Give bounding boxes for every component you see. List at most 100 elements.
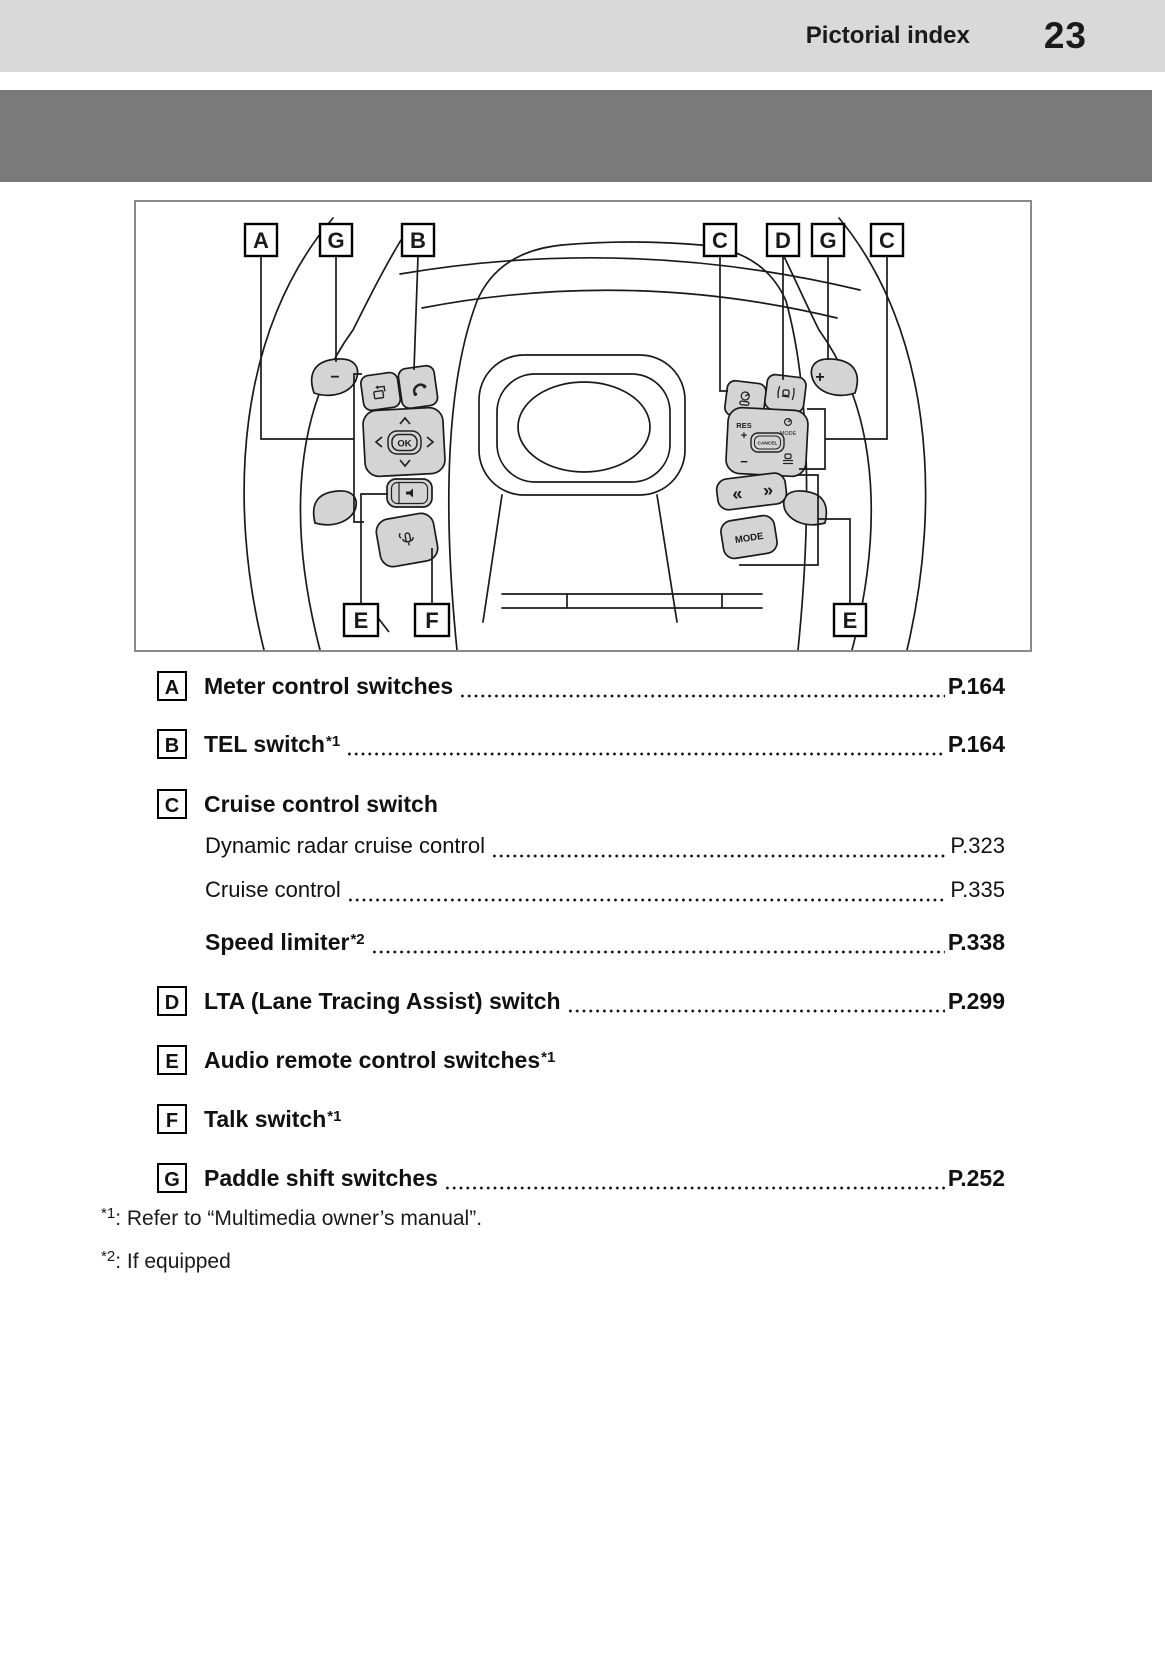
page-ref: P.323 (950, 833, 1005, 858)
page-number: 23 (1043, 15, 1087, 56)
hub-inner (496, 373, 671, 483)
steering-wheel-line-art: − OK + (243, 217, 927, 651)
item-label: Cruise control (205, 877, 341, 902)
footnote-marker: *1 (327, 1107, 342, 1125)
lta-switch-button (764, 373, 807, 414)
ok-button (387, 430, 422, 455)
callout-e2: E (843, 608, 858, 633)
footnote-marker: *1 (101, 1205, 116, 1222)
letter-box-d: D (157, 986, 187, 1016)
cowl-right (700, 244, 808, 651)
index-subrow-dynamic-radar: Dynamic radar cruise control P.323 (205, 830, 1005, 862)
set-minus-label: − (740, 454, 748, 469)
dot-leader (370, 949, 945, 955)
chevron-up-icon (399, 416, 411, 425)
leader-c-right (825, 256, 888, 440)
bracket-a (353, 373, 364, 523)
footnote-marker: *1 (541, 1048, 556, 1066)
item-label: Speed limiter*2 (205, 928, 365, 955)
mode-button-label: MODE (734, 531, 764, 546)
volume-switch-inner (390, 481, 429, 505)
item-label: Dynamic radar cruise control (205, 833, 485, 858)
item-label: Cruise control switch (204, 790, 438, 817)
paddle-shift-left (310, 358, 359, 397)
index-row-b: B TEL switch*1 P.164 (157, 728, 1005, 760)
leader-e-right (818, 518, 851, 604)
bracket-e-right (739, 474, 819, 566)
footnote-marker: *2 (101, 1248, 116, 1265)
callout-f: F (425, 608, 438, 633)
letter-box-f: F (157, 1104, 187, 1134)
cowl-top (561, 241, 702, 246)
page-ref: P.338 (947, 928, 1005, 955)
wheel-rim-left-outer (243, 217, 334, 651)
page-ref: P.252 (947, 1164, 1005, 1191)
mode-icon-label: MODE (780, 431, 797, 437)
letter-box-a: A (157, 671, 187, 701)
footnote-text: : Refer to “Multimedia owner’s manual”. (115, 1207, 483, 1230)
dot-leader (346, 897, 948, 903)
footnote-marker: *1 (326, 732, 341, 750)
dot-leader (346, 751, 945, 757)
index-row-c: C Cruise control switch (157, 788, 1005, 820)
page-ref: P.164 (947, 730, 1005, 757)
seek-forward-icon: » (762, 479, 774, 500)
gauge-icon (783, 417, 793, 427)
letter-box-b: B (157, 729, 187, 759)
left-lower-grip (312, 490, 358, 526)
index-row-d: D LTA (Lane Tracing Assist) switch P.299 (157, 985, 1005, 1017)
paddle-right-label: + (815, 369, 824, 386)
res-plus-label: + (741, 430, 747, 442)
seek-back-icon: « (731, 483, 743, 504)
item-label: LTA (Lane Tracing Assist) switch (204, 987, 561, 1014)
callout-g1: G (327, 228, 344, 253)
chevron-left-icon (374, 436, 383, 448)
paddle-shift-right (810, 358, 859, 397)
letter-box-g: G (157, 1163, 187, 1193)
mic-icon (398, 532, 414, 546)
item-label: Audio remote control switches*1 (204, 1046, 556, 1073)
callout-b: B (410, 228, 426, 253)
lane-tracing-assist-icon (777, 385, 795, 401)
callout-e1: E (354, 608, 369, 633)
page-ref: P.335 (950, 877, 1005, 902)
chevron-right-icon (426, 436, 435, 448)
index-subrow-speed-limiter: Speed limiter*2 P.338 (205, 926, 1005, 958)
phone-icon (413, 383, 427, 396)
leader-b (413, 255, 419, 371)
page-ref: P.299 (947, 987, 1005, 1014)
item-label: Talk switch*1 (204, 1105, 342, 1132)
cancel-button (750, 432, 785, 453)
wheel-rim-top-inner (421, 289, 838, 319)
hub-center (517, 381, 651, 473)
speaker-icon (406, 488, 413, 498)
tel-switch-button (397, 364, 439, 410)
section-title: Pictorial index (805, 22, 970, 49)
cancel-label: CANCEL (758, 441, 778, 447)
item-label: Meter control switches (204, 672, 454, 699)
dot-leader (566, 1008, 945, 1014)
leader-a (260, 256, 354, 440)
index-row-g: G Paddle shift switches P.252 (157, 1162, 1005, 1194)
vehicle-distance-icon (783, 453, 793, 465)
dot-leader (490, 853, 948, 859)
callout-boxes: A G B C D G C E F E (243, 222, 905, 638)
item-label: TEL switch*1 (204, 730, 341, 757)
leader-e-left (360, 493, 388, 604)
callout-g2: G (819, 228, 836, 253)
footnote-text: : If equipped (115, 1250, 231, 1273)
callout-c2: C (879, 228, 895, 253)
index-row-e: E Audio remote control switches*1 (157, 1044, 1005, 1076)
seek-switch (715, 472, 788, 511)
page-header: Pictorial index 23 (0, 0, 1165, 72)
talk-switch-button (375, 512, 439, 568)
dot-leader (443, 1185, 945, 1191)
chevron-down-icon (399, 459, 411, 468)
callout-d: D (775, 228, 791, 253)
callout-c1: C (712, 228, 728, 253)
index-row-a: A Meter control switches P.164 (157, 670, 1005, 702)
chapter-banner (0, 90, 1152, 182)
index-row-f: F Talk switch*1 (157, 1103, 1005, 1135)
page-ref: P.164 (947, 672, 1005, 699)
footnote-1: *1: Refer to “Multimedia owner’s manual”… (101, 1205, 1001, 1231)
